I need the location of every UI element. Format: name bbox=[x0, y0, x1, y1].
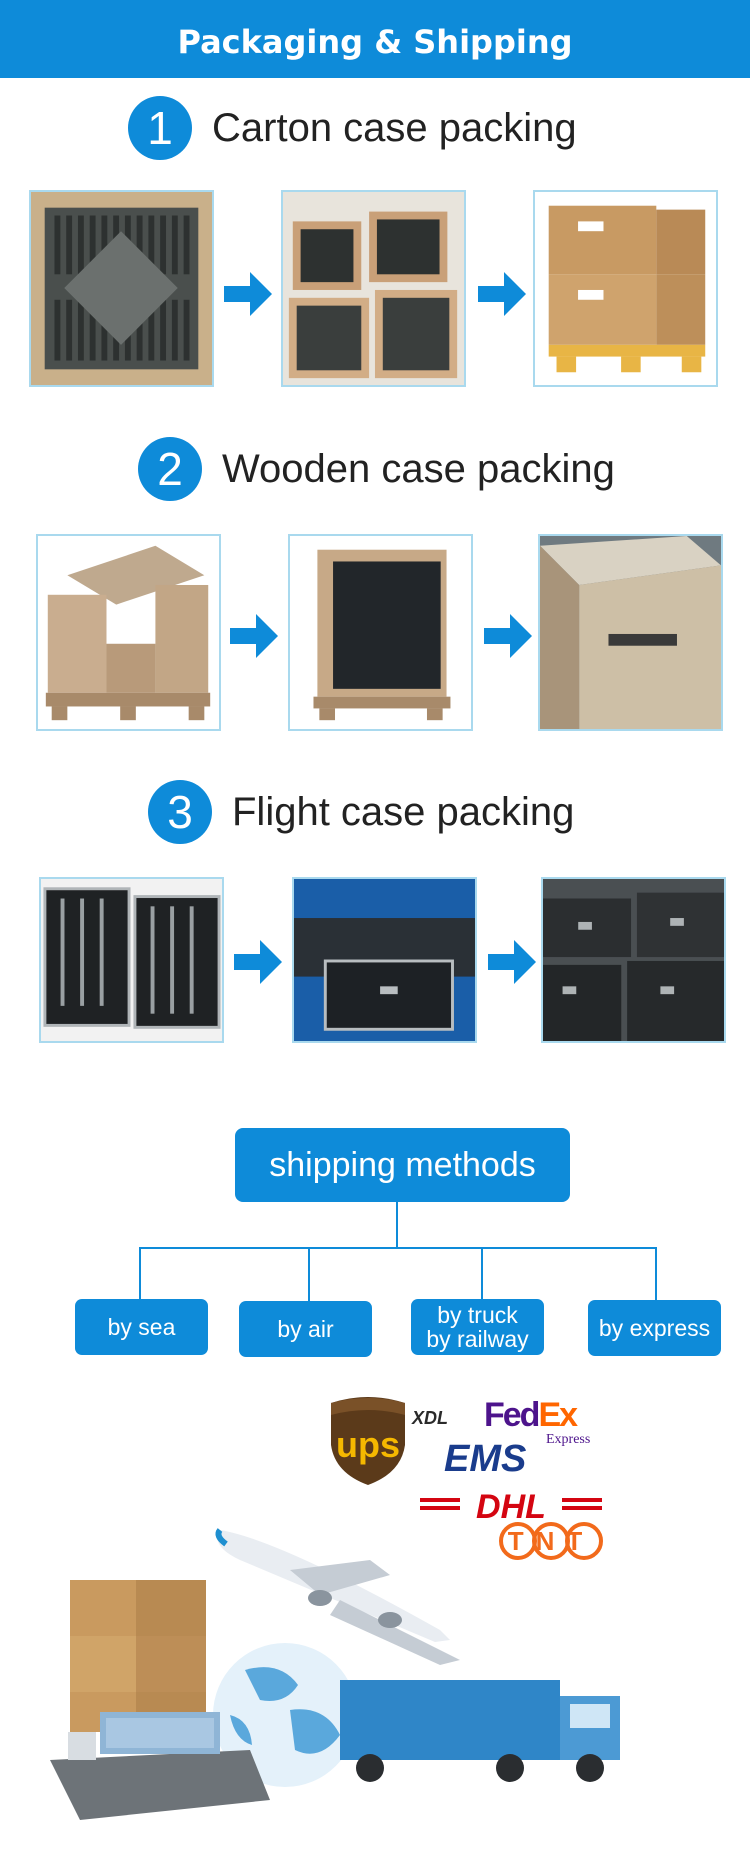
arrow-right-icon bbox=[234, 940, 282, 984]
page-title: Packaging & Shipping bbox=[177, 23, 573, 61]
method-by-air: by air bbox=[239, 1301, 372, 1357]
page-header: Packaging & Shipping bbox=[0, 0, 750, 78]
section-wooden-title: 2 Wooden case packing bbox=[138, 437, 615, 501]
step-number-3: 3 bbox=[148, 780, 212, 844]
cargo-ship-icon bbox=[50, 1712, 270, 1820]
arrow-right-icon bbox=[230, 614, 278, 658]
method-label: by sea bbox=[107, 1314, 176, 1340]
carton-stack-icon bbox=[70, 1580, 206, 1732]
section-carton-title: 1 Carton case packing bbox=[128, 96, 577, 160]
method-label: by air bbox=[277, 1316, 334, 1342]
dhl-logo: DHL bbox=[420, 1488, 602, 1524]
tnt-logo: TNT bbox=[498, 1522, 604, 1560]
section-title-text: Wooden case packing bbox=[222, 446, 615, 491]
method-label-line2: by railway bbox=[426, 1326, 529, 1352]
flight-photo-1 bbox=[39, 877, 224, 1043]
section-flight-title: 3 Flight case packing bbox=[148, 780, 574, 844]
shipping-methods-title: shipping methods bbox=[235, 1128, 570, 1202]
section-title-text: Carton case packing bbox=[212, 105, 577, 150]
wooden-photo-3 bbox=[538, 534, 723, 731]
ups-logo: ups bbox=[327, 1393, 409, 1487]
fedex-logo: FedEx bbox=[484, 1396, 578, 1435]
step-number-1: 1 bbox=[128, 96, 192, 160]
carton-photo-3 bbox=[533, 190, 718, 387]
flight-photo-2 bbox=[292, 877, 477, 1043]
tree-connector bbox=[139, 1247, 657, 1249]
ems-logo: EMS bbox=[444, 1438, 527, 1480]
tree-connector bbox=[396, 1202, 398, 1248]
arrow-right-icon bbox=[478, 272, 526, 316]
fedex-fed-text: Fed bbox=[484, 1396, 540, 1434]
tree-connector bbox=[655, 1247, 657, 1300]
wooden-photo-2 bbox=[288, 534, 473, 731]
step-number-2: 2 bbox=[138, 437, 202, 501]
tree-connector bbox=[139, 1247, 141, 1299]
tnt-logo-text: TNT bbox=[508, 1526, 595, 1556]
transport-illustration bbox=[40, 1500, 680, 1856]
dhl-logo-text: DHL bbox=[476, 1488, 546, 1524]
wooden-photo-1 bbox=[36, 534, 221, 731]
method-by-sea: by sea bbox=[75, 1299, 208, 1355]
method-label-line1: by truck bbox=[437, 1302, 518, 1328]
section-title-text: Flight case packing bbox=[232, 789, 575, 834]
arrow-right-icon bbox=[484, 614, 532, 658]
tree-connector bbox=[481, 1247, 483, 1299]
method-by-express: by express bbox=[588, 1300, 721, 1356]
fedex-ex-text: Ex bbox=[538, 1396, 578, 1434]
tree-connector bbox=[308, 1247, 310, 1301]
truck-icon bbox=[340, 1680, 620, 1782]
carton-photo-2 bbox=[281, 190, 466, 387]
airplane-icon bbox=[215, 1528, 460, 1665]
flight-photo-3 bbox=[541, 877, 726, 1043]
arrow-right-icon bbox=[224, 272, 272, 316]
fedex-express-text: Express bbox=[546, 1432, 591, 1447]
method-by-truck-railway: by truck by railway bbox=[411, 1299, 544, 1355]
xdl-logo: XDL bbox=[412, 1408, 448, 1428]
arrow-right-icon bbox=[488, 940, 536, 984]
carton-photo-1 bbox=[29, 190, 214, 387]
ups-logo-text: ups bbox=[336, 1424, 400, 1465]
method-label: by express bbox=[598, 1315, 711, 1341]
